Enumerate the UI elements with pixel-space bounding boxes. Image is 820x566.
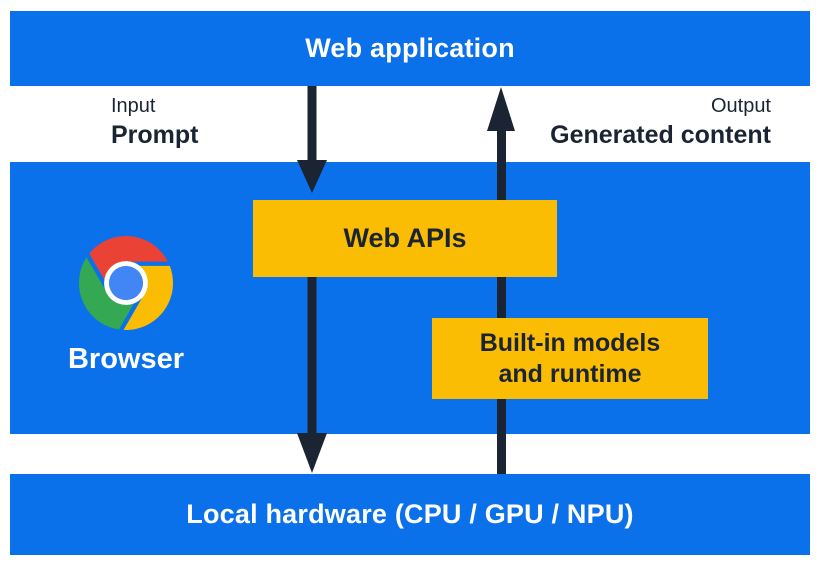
browser-label: Browser: [67, 343, 185, 375]
output-flow-label: Output Generated content: [550, 92, 771, 151]
builtin-models-label-line1: Built-in models: [479, 328, 661, 357]
builtin-models-label-line2: and runtime: [498, 359, 642, 388]
output-title: Output: [710, 95, 771, 117]
local-hardware-label: Local hardware (CPU / GPU / NPU): [186, 499, 634, 529]
web-application-label: Web application: [305, 33, 515, 63]
input-title: Input: [111, 95, 156, 117]
web-application-bar: Web application: [10, 11, 810, 86]
web-apis-label: Web APIs: [343, 223, 467, 253]
web-apis-box: Web APIs: [253, 200, 557, 277]
chrome-logo-icon: [79, 236, 173, 330]
local-hardware-bar: Local hardware (CPU / GPU / NPU): [10, 474, 810, 555]
builtin-models-box: Built-in models and runtime: [432, 318, 708, 399]
output-value: Generated content: [550, 121, 771, 149]
input-flow-label: Input Prompt: [111, 92, 199, 151]
input-value: Prompt: [111, 121, 199, 149]
